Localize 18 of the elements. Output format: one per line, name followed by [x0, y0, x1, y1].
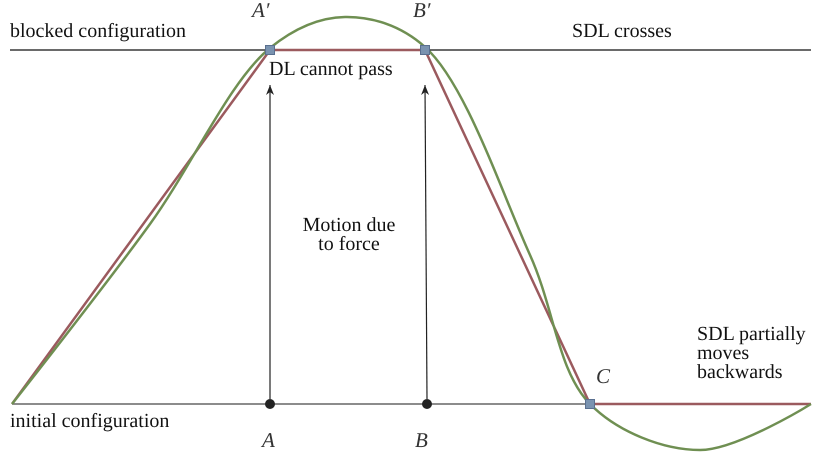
point-marker [585, 399, 595, 409]
point-label: B [415, 428, 428, 453]
annotation: Motion due to force [302, 216, 396, 254]
point-label: A′ [252, 0, 270, 23]
point-dot [422, 399, 432, 409]
arrow [421, 85, 430, 399]
state-label: blocked configuration [10, 22, 186, 41]
point-label: A [262, 428, 275, 453]
point-label: B′ [413, 0, 430, 23]
point-marker [265, 45, 275, 55]
annotation: DL cannot pass [268, 60, 394, 79]
state-label: SDL crosses [572, 22, 672, 41]
annotation: SDL partially moves backwards [697, 325, 807, 382]
arrow [266, 85, 274, 399]
state-label: initial configuration [10, 412, 170, 431]
point-marker [420, 45, 430, 55]
point-label: C [596, 364, 610, 389]
point-dot [265, 399, 275, 409]
